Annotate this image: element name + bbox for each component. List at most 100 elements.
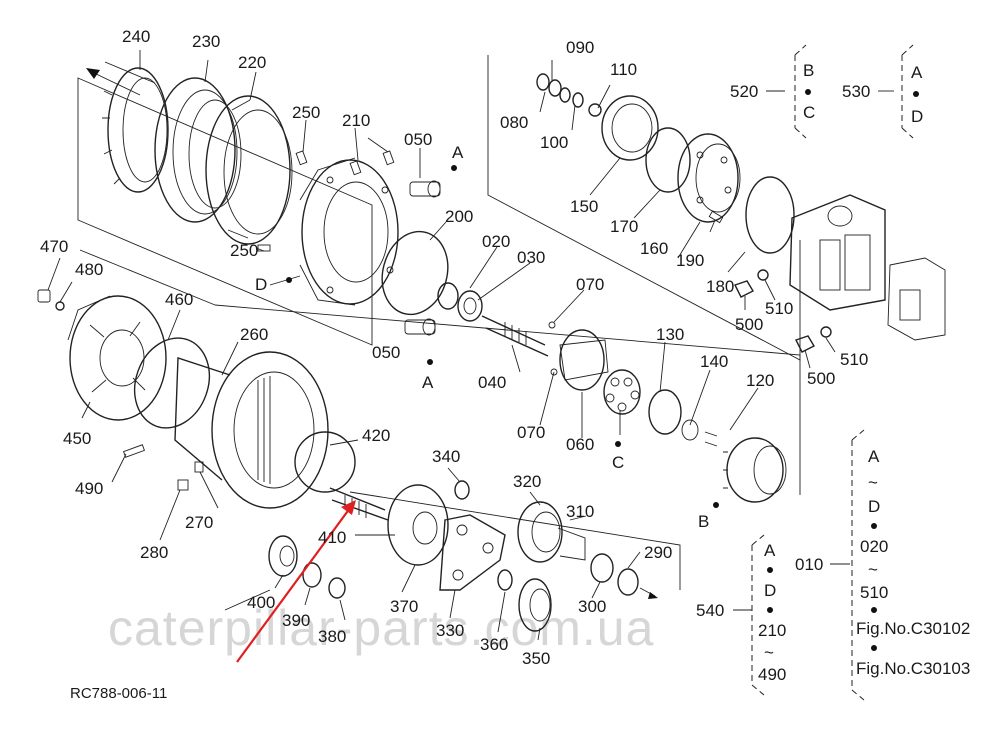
label-360: 360 [480,635,508,654]
label-080: 080 [500,113,528,132]
label-290: 290 [644,543,672,562]
part-490-280-270-pins [123,444,204,491]
label-210: 210 [342,111,370,130]
label-500-bottom: 500 [807,369,835,388]
label-470: 470 [40,237,68,256]
part-180-oring [745,176,795,254]
part-230-bearing-ring [154,77,242,223]
label-510-top: 510 [765,299,793,318]
group-540-range-to: 490 [758,665,786,684]
group-010-b-tilde: ~ [868,560,878,579]
label-320: 320 [513,472,541,491]
part-500-510-plugs [734,269,832,353]
group-520-bracket: 520 B C [730,44,815,139]
part-340-clip [454,480,470,500]
label-420: 420 [362,426,390,445]
part-300-290-bearings [590,553,658,599]
part-260-drum [174,351,329,509]
part-370-carrier [387,484,449,566]
label-220: 220 [238,53,266,72]
label-240: 240 [122,27,150,46]
label-040: 040 [478,373,506,392]
group-530-to: D [911,107,923,126]
ref-letter-d: D [255,275,267,294]
part-360-350-shaft [497,569,552,632]
drawing-code: RC788-006-11 [70,685,167,702]
part-400-planet-gear [268,535,298,577]
part-200-hub-flange [299,157,399,306]
part-050-plug [404,180,441,336]
group-540-bracket: 540 A D 210 ~ 490 [696,534,786,696]
part-160-brake-piston [677,133,741,224]
part-330-plate [439,514,506,591]
label-160: 160 [640,239,668,258]
label-060: 060 [566,435,594,454]
ref-letter-a-bottom: A [422,373,434,392]
part-460-oring [133,337,211,429]
label-490: 490 [75,479,103,498]
label-070-bottom: 070 [517,423,545,442]
label-020: 020 [482,232,510,251]
group-010-fig-2: Fig.No.C30103 [856,659,970,678]
group-540-to: D [764,581,776,600]
label-050-bottom: 050 [372,343,400,362]
group-520-to: C [803,103,815,122]
label-460: 460 [165,290,193,309]
part-080-090-100-seals [536,73,602,117]
label-250-top: 250 [292,103,320,122]
label-300: 300 [578,597,606,616]
leader-lines [47,50,836,641]
label-270: 270 [185,513,213,532]
ref-letter-a-top: A [452,143,464,162]
label-130: 130 [656,325,684,344]
group-530-bracket: 530 A D [842,44,923,139]
part-470-480-plug [37,289,65,311]
group-010-a-from: A [868,447,880,466]
label-400: 400 [247,593,275,612]
label-230: 230 [192,32,220,51]
group-010-a-tilde: ~ [868,473,878,492]
label-100: 100 [540,133,568,152]
part-labels: 240 230 220 250 210 050 090 110 080 100 … [40,27,868,668]
group-540-range-tilde: ~ [764,643,774,662]
group-010-code: 010 [795,555,823,574]
group-530-code: 530 [842,82,870,101]
label-510-bottom: 510 [840,350,868,369]
label-140: 140 [700,352,728,371]
red-highlight-arrow [236,500,356,663]
part-210-bolts [257,150,395,252]
label-200: 200 [445,207,473,226]
label-350: 350 [522,649,550,668]
group-530-from: A [911,63,923,82]
label-310: 310 [566,502,594,521]
label-260: 260 [240,325,268,344]
label-190: 190 [676,251,704,270]
group-010-b-from: 020 [860,537,888,556]
label-110: 110 [610,60,637,79]
label-380: 380 [318,627,346,646]
part-390-380-bearings [302,562,346,599]
part-060-swash-plate [559,329,609,391]
upper-right-panel [487,55,801,361]
label-450: 450 [63,429,91,448]
label-410: 410 [318,528,346,547]
reference-letters: A A D C B [255,143,709,531]
label-070-top: 070 [576,275,604,294]
group-010-fig-1: Fig.No.C30102 [856,619,970,638]
ref-letter-b: B [698,512,709,531]
part-040-shaft [481,315,558,376]
part-020-030-bearings [437,282,483,322]
reference-dots [286,165,719,508]
part-150-seal-ring [601,95,659,161]
group-520-code: 520 [730,82,758,101]
label-150: 150 [570,197,598,216]
label-330: 330 [436,621,464,640]
part-220-bearing [205,95,293,245]
label-030: 030 [517,248,545,267]
rear-flange-valve-body [789,194,946,341]
ref-letter-c: C [612,453,624,472]
group-520-from: B [803,61,814,80]
lower-panel [349,491,681,590]
